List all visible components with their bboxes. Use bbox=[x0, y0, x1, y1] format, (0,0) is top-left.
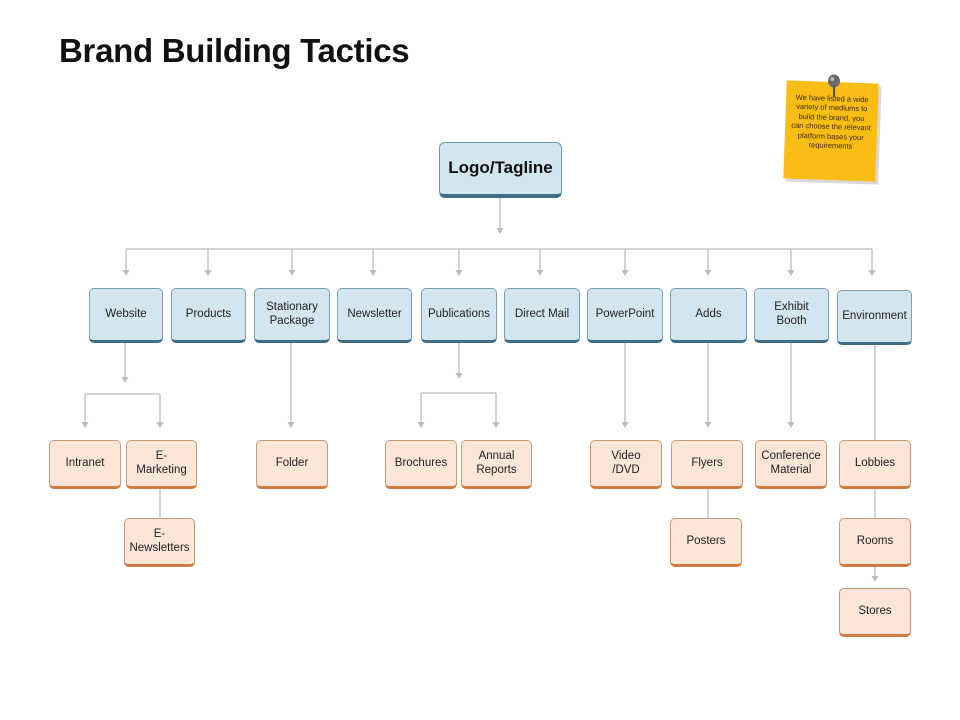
node-stores: Stores bbox=[839, 588, 911, 637]
connector-arrowhead bbox=[417, 422, 425, 428]
sticky-note-text: We have listed a wide variety of mediums… bbox=[791, 92, 872, 151]
connector-arrowhead bbox=[81, 422, 89, 428]
connector-arrowhead bbox=[156, 422, 164, 428]
connector-arrowhead bbox=[204, 270, 212, 276]
node-video-dvd: Video/DVD bbox=[590, 440, 662, 489]
connector-arrowhead bbox=[871, 576, 879, 582]
node-website: Website bbox=[89, 288, 163, 343]
connector-arrowhead bbox=[455, 373, 463, 379]
connector-arrowhead bbox=[455, 270, 463, 276]
connector-arrowhead bbox=[704, 270, 712, 276]
pushpin-icon bbox=[828, 74, 840, 97]
page-title: Brand Building Tactics bbox=[59, 32, 410, 69]
node-folder: Folder bbox=[256, 440, 328, 489]
node-intranet: Intranet bbox=[49, 440, 121, 489]
node-brochures: Brochures bbox=[385, 440, 457, 489]
connector-arrowhead bbox=[868, 270, 876, 276]
node-posters: Posters bbox=[670, 518, 742, 567]
connector-arrowhead bbox=[287, 422, 295, 428]
connector-arrowhead bbox=[621, 422, 629, 428]
node-lobbies: Lobbies bbox=[839, 440, 911, 489]
node-logo-tagline: Logo/Tagline bbox=[439, 142, 562, 198]
connector-arrowhead bbox=[496, 228, 504, 234]
connector-arrowhead bbox=[536, 270, 544, 276]
connector-arrowhead bbox=[121, 377, 129, 383]
node-rooms: Rooms bbox=[839, 518, 911, 567]
connector-arrowhead bbox=[369, 270, 377, 276]
node-adds: Adds bbox=[670, 288, 747, 343]
node-environment: Environment bbox=[837, 290, 912, 345]
connector-arrowhead bbox=[621, 270, 629, 276]
node-direct-mail: Direct Mail bbox=[504, 288, 580, 343]
connector-arrowhead bbox=[492, 422, 500, 428]
node-e-marketing: E-Marketing bbox=[126, 440, 197, 489]
node-flyers: Flyers bbox=[671, 440, 743, 489]
node-e-newsletters: E-Newsletters bbox=[124, 518, 195, 567]
node-newsletter: Newsletter bbox=[337, 288, 412, 343]
node-powerpoint: PowerPoint bbox=[587, 288, 663, 343]
node-products: Products bbox=[171, 288, 246, 343]
connector-arrowhead bbox=[787, 422, 795, 428]
connector-arrowhead bbox=[122, 270, 130, 276]
connector-arrowhead bbox=[704, 422, 712, 428]
connector-arrowhead bbox=[288, 270, 296, 276]
connector-arrowhead bbox=[787, 270, 795, 276]
node-publications: Publications bbox=[421, 288, 497, 343]
